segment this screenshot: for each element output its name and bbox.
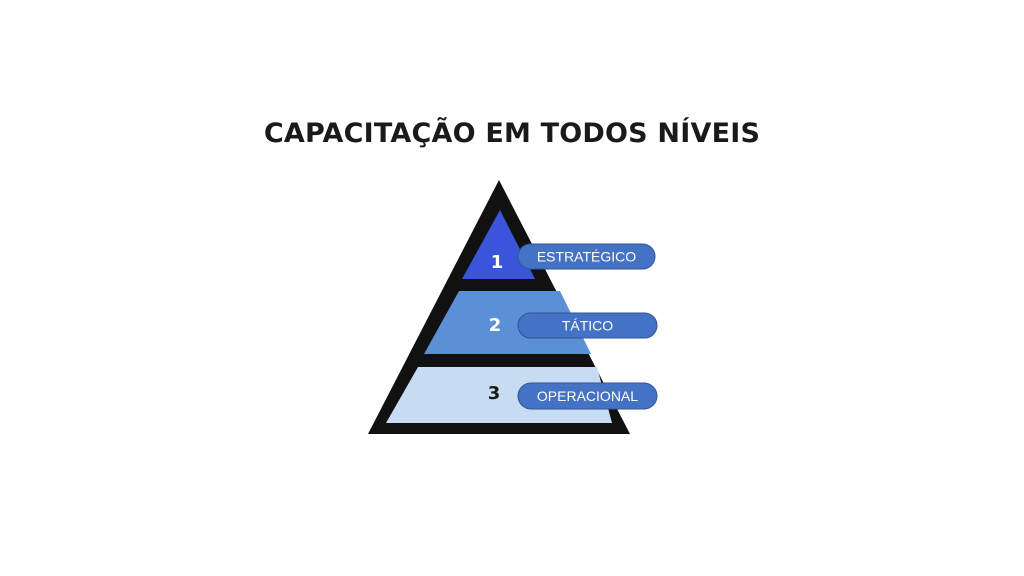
label-pill-2: TÁTICO <box>517 312 658 339</box>
pyramid-level-1 <box>462 210 535 279</box>
level-number-1: 1 <box>491 252 504 273</box>
label-pill-1: ESTRATÉGICO <box>517 243 656 270</box>
label-tatico: TÁTICO <box>562 318 613 334</box>
label-operacional: OPERACIONAL <box>537 388 638 404</box>
level-number-2: 2 <box>489 315 502 336</box>
slide-title: CAPACITAÇÃO EM TODOS NÍVEIS <box>263 118 761 149</box>
label-estrategico: ESTRATÉGICO <box>537 249 636 265</box>
level-number-3: 3 <box>488 383 501 404</box>
label-pill-3: OPERACIONAL <box>517 382 658 410</box>
